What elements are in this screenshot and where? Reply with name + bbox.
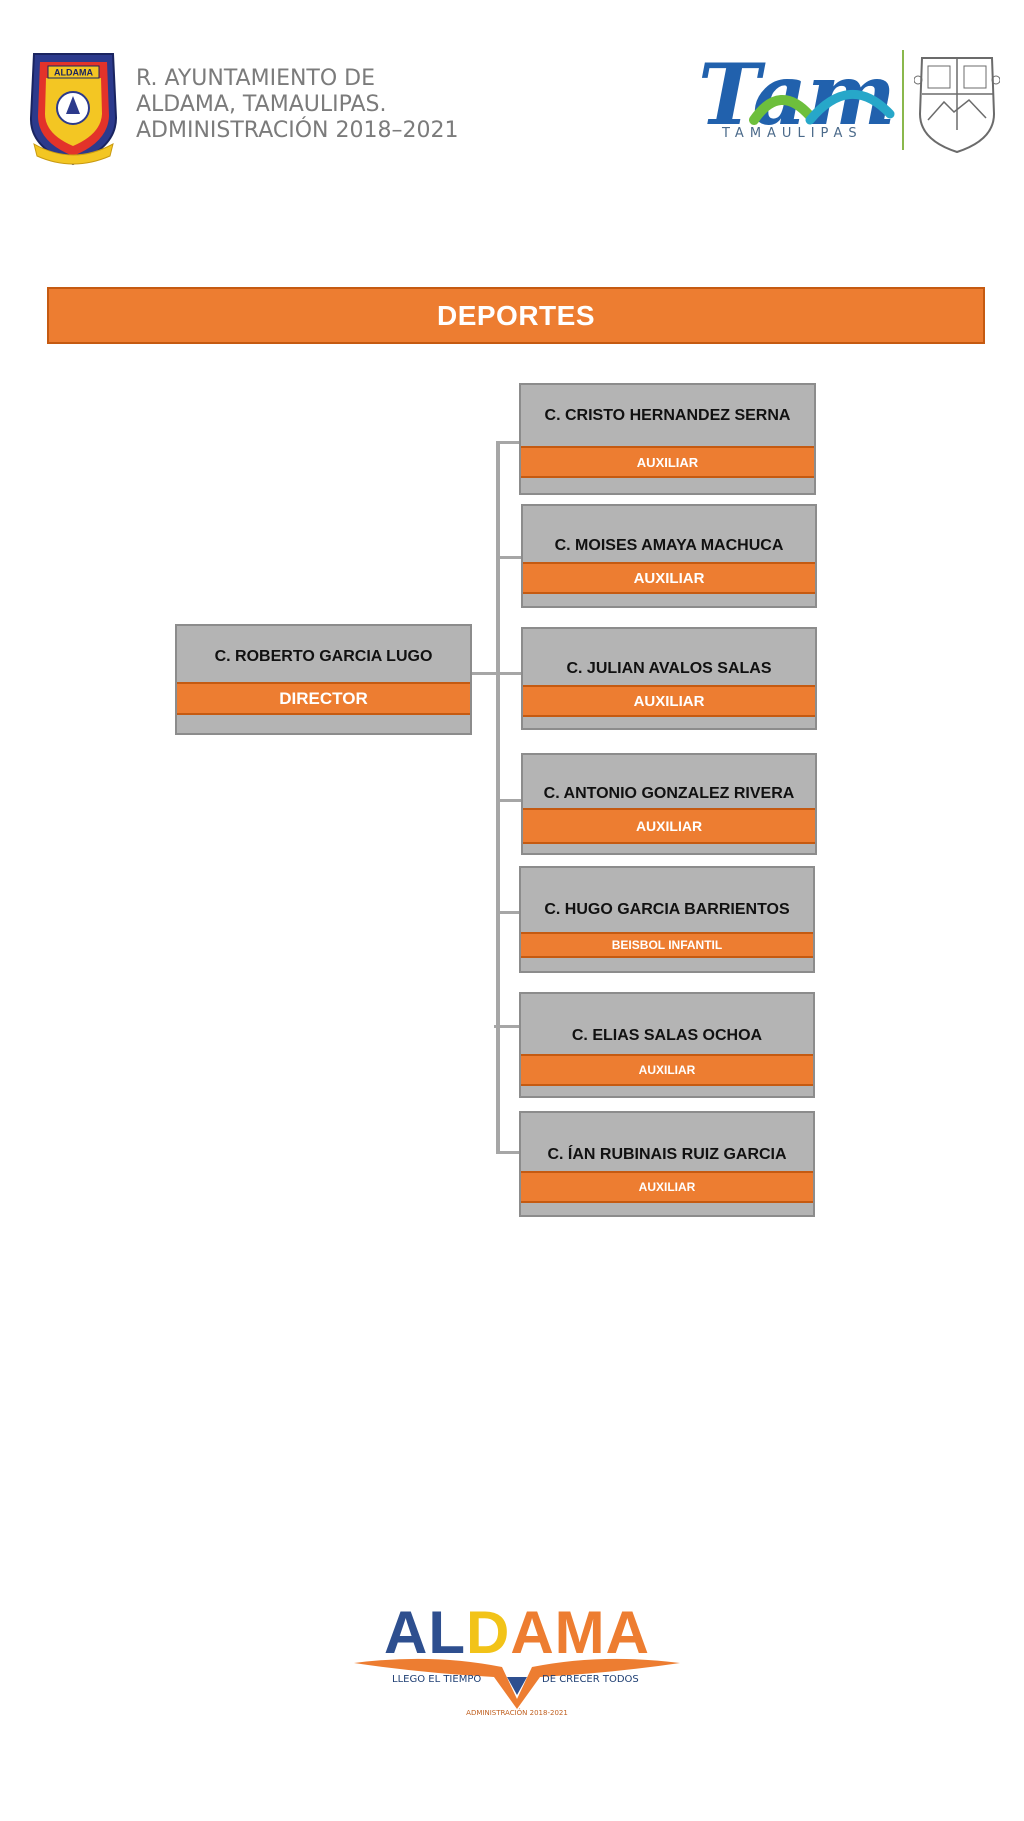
aldama-footer-logo: ALDAMA LLEGO EL TIEMPO DE CRECER TODOS A…: [352, 1603, 682, 1717]
footer-logo-part: D: [466, 1599, 511, 1666]
staff-name: C. ELIAS SALAS OCHOA: [571, 1027, 763, 1044]
staff-name: C. MOISES AMAYA MACHUCA: [554, 537, 784, 554]
staff-card: C. HUGO GARCIA BARRIENTOS BEISBOL INFANT…: [519, 866, 815, 973]
department-title-banner: DEPORTES: [47, 287, 985, 344]
tam-logo: Tam: [698, 45, 896, 144]
crest-label: ALDAMA: [54, 68, 93, 78]
staff-role-bar: AUXILIAR: [523, 562, 815, 594]
branch-connector: [496, 556, 524, 559]
staff-role-bar: AUXILIAR: [523, 685, 815, 717]
branch-connector: [496, 441, 534, 444]
municipality-line-1: R. AYUNTAMIENTO DE: [136, 66, 376, 91]
municipality-header: ALDAMA R. AYUNTAMIENTO DE ALDAMA, TAMAUL…: [26, 48, 458, 168]
branch-connector: [496, 672, 524, 675]
municipality-title: R. AYUNTAMIENTO DE ALDAMA, TAMAULIPAS. A…: [136, 66, 458, 144]
staff-card: C. MOISES AMAYA MACHUCA AUXILIAR: [521, 504, 817, 608]
branch-connector: [496, 911, 524, 914]
branch-connector: [494, 1025, 524, 1028]
staff-name: C. HUGO GARCIA BARRIENTOS: [544, 901, 790, 918]
staff-role-bar: AUXILIAR: [521, 1171, 813, 1203]
footer-tagline-left: LLEGO EL TIEMPO: [392, 1674, 482, 1685]
header-divider: [902, 50, 904, 150]
staff-name: C. CRISTO HERNANDEZ SERNA: [544, 407, 791, 424]
staff-role-bar: AUXILIAR: [521, 446, 814, 478]
footer-logo-wordmark: ALDAMA: [352, 1603, 682, 1663]
org-spine-line: [496, 441, 500, 1153]
footer-tagline-right: DE CRECER TODOS: [542, 1674, 639, 1685]
municipality-line-2: ALDAMA, TAMAULIPAS.: [136, 92, 387, 117]
tamaulipas-header: Tam TAMAULIPAS: [690, 42, 1010, 162]
branch-connector: [496, 1151, 524, 1154]
footer-swoosh-icon: [354, 1658, 680, 1709]
tam-logo-subtitle: TAMAULIPAS: [722, 126, 863, 141]
footer-logo-part: AMA: [510, 1599, 650, 1666]
municipality-line-3: ADMINISTRACIÓN 2018–2021: [136, 118, 459, 143]
staff-name: C. JULIAN AVALOS SALAS: [566, 660, 772, 677]
staff-name: C. ÍAN RUBINAIS RUIZ GARCIA: [547, 1146, 787, 1163]
director-role-bar: DIRECTOR: [177, 682, 470, 715]
director-card: C. ROBERTO GARCIA LUGO DIRECTOR: [175, 624, 472, 735]
director-connector: [472, 672, 500, 675]
department-title: DEPORTES: [436, 299, 596, 331]
staff-role-bar: AUXILIAR: [521, 1054, 813, 1086]
staff-card: C. CRISTO HERNANDEZ SERNA AUXILIAR: [519, 383, 816, 495]
staff-name: C. ANTONIO GONZALEZ RIVERA: [543, 785, 795, 802]
staff-card: C. ANTONIO GONZALEZ RIVERA AUXILIAR: [521, 753, 817, 855]
footer-logo-part: AL: [384, 1599, 466, 1666]
aldama-crest-logo: ALDAMA: [29, 53, 118, 166]
staff-card: C. ÍAN RUBINAIS RUIZ GARCIA AUXILIAR: [519, 1111, 815, 1217]
branch-connector: [496, 799, 524, 802]
staff-card: C. JULIAN AVALOS SALAS AUXILIAR: [521, 627, 817, 730]
staff-role-bar: AUXILIAR: [523, 808, 815, 844]
footer-admin-text: ADMINISTRACIÓN 2018-2021: [466, 1709, 568, 1717]
tamaulipas-state-seal-icon: [914, 57, 1000, 154]
staff-role-bar: BEISBOL INFANTIL: [521, 932, 813, 958]
staff-card: C. ELIAS SALAS OCHOA AUXILIAR: [519, 992, 815, 1098]
director-name: C. ROBERTO GARCIA LUGO: [214, 648, 433, 665]
